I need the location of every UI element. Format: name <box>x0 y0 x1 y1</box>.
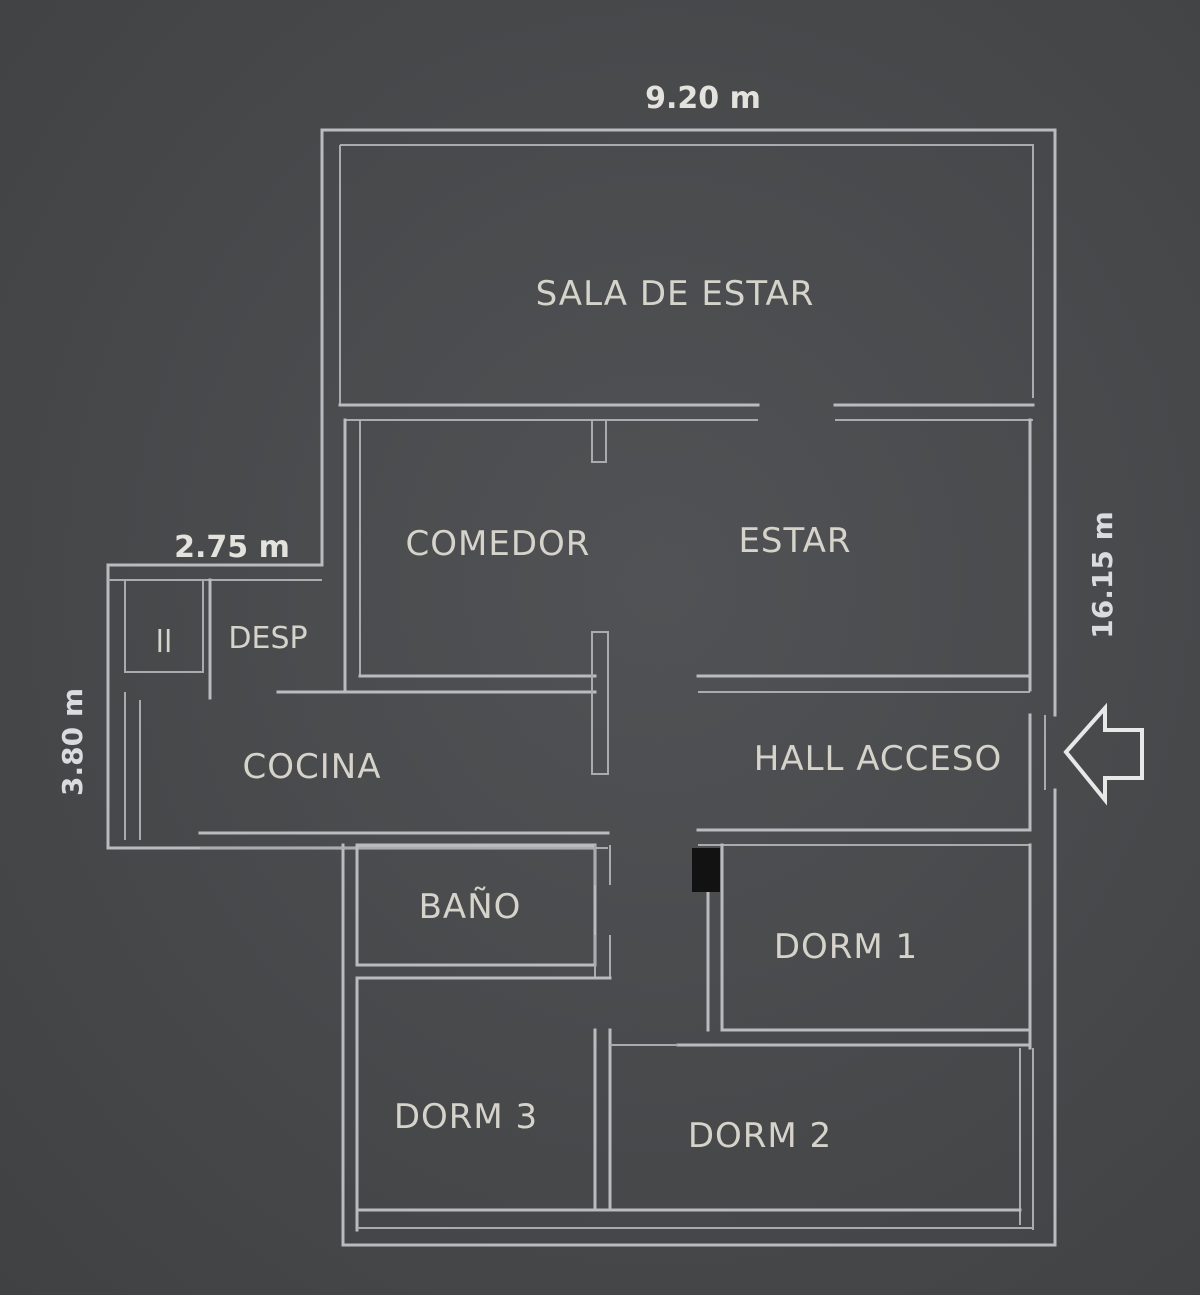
sala-wall <box>338 403 1035 463</box>
dimension-total-width: 9.20 m <box>645 81 761 116</box>
entrance-arrow-icon <box>1063 702 1144 806</box>
comedor-estar-walls <box>276 418 1032 775</box>
room-label-cocina: COCINA <box>243 747 382 787</box>
room-label-desp: DESP <box>228 621 307 656</box>
room-label-dorm-3: DORM 3 <box>394 1097 538 1137</box>
room-label-sala-de-estar: SALA DE ESTAR <box>536 274 815 314</box>
dorm1-walls <box>676 843 1034 1230</box>
room-label-hall-acceso: HALL ACCESO <box>754 739 1003 779</box>
bano-walls <box>355 843 612 980</box>
room-label-comedor: COMEDOR <box>406 524 591 564</box>
room-label-estar: ESTAR <box>738 521 851 561</box>
annex-walls <box>106 563 610 850</box>
dimension-total-length: 16.15 m <box>1086 511 1119 639</box>
room-label-dorm-2: DORM 2 <box>688 1116 832 1156</box>
dimension-annex-width: 2.75 m <box>174 530 290 565</box>
outer-walls <box>320 128 1057 1247</box>
dimension-annex-height: 3.80 m <box>56 688 89 796</box>
room-label-bano: BAÑO <box>419 887 522 927</box>
room-label-dorm-1: DORM 1 <box>774 927 918 967</box>
dorm23-walls <box>355 976 1033 1232</box>
door-mark <box>692 848 720 892</box>
room-label-closet: ll <box>156 625 173 660</box>
hall-walls <box>696 713 1046 846</box>
